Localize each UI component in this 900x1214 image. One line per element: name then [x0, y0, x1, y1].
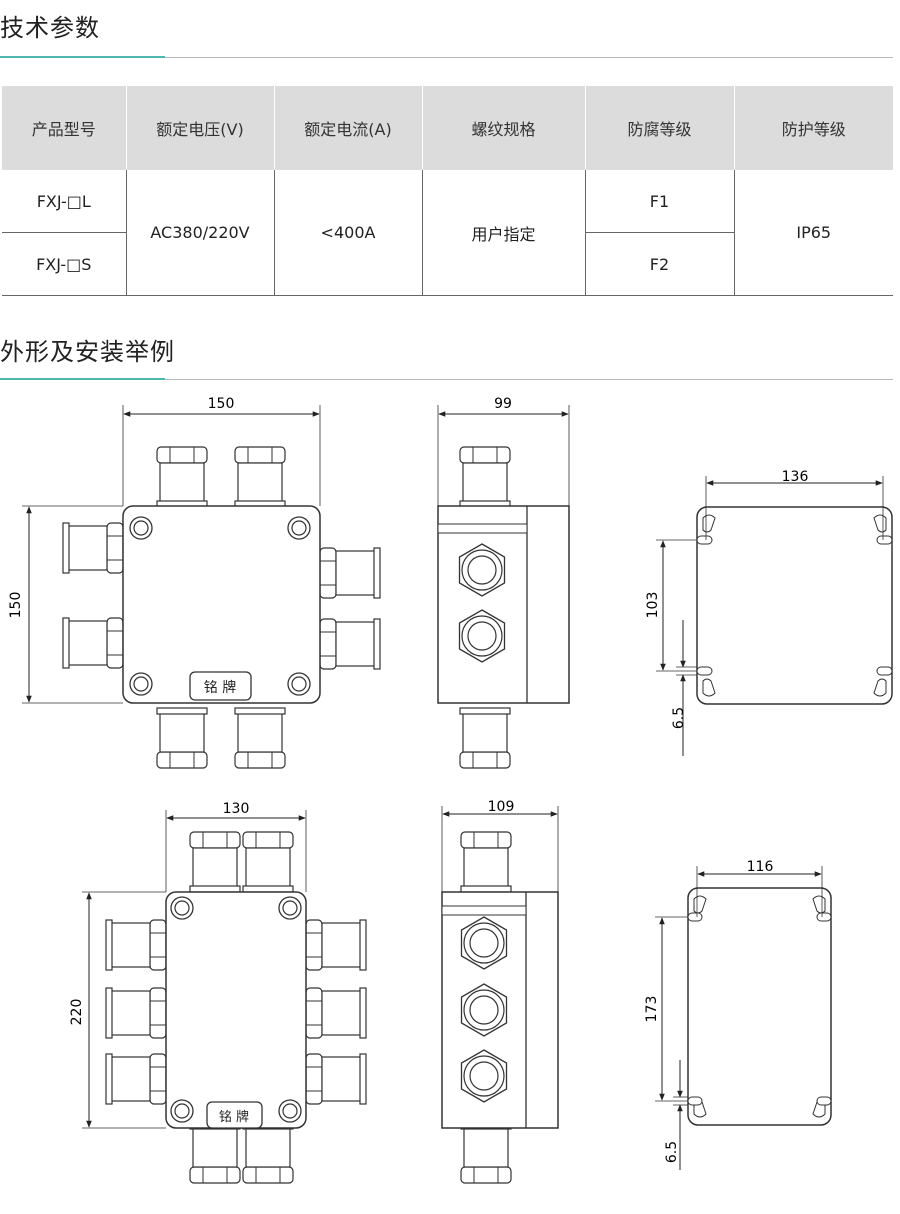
box1-front-view: 铭 牌 150 150 — [8, 396, 381, 769]
spec-row-1: FXJ-□L AC380/220V <400A 用户指定 F1 IP65 — [2, 170, 893, 296]
header-thread: 螺纹规格 — [422, 86, 586, 170]
specs-section-title: 技术参数 — [0, 14, 100, 42]
box1-width-dim: 150 — [208, 396, 235, 412]
box1-depth-dim: 99 — [494, 396, 512, 412]
box2-side-view: 109 — [441, 799, 559, 1184]
specs-title-rule — [0, 57, 893, 58]
cell-corrosion-f2: F2 — [585, 232, 735, 296]
box2-mount-height-dim: 173 — [644, 996, 660, 1023]
box2-width-dim: 130 — [223, 801, 250, 817]
box2-depth-dim: 109 — [488, 799, 515, 815]
box2-height-dim: 220 — [69, 999, 85, 1026]
box2-nameplate-label: 铭 牌 — [219, 1109, 249, 1125]
cell-thread: 用户指定 — [422, 170, 586, 296]
box2-front-view: 铭 牌 130 220 — [69, 801, 367, 1184]
cell-voltage: AC380/220V — [126, 170, 275, 296]
header-voltage: 额定电压(V) — [126, 86, 275, 170]
box2-mount-view: 116 173 6.5 — [644, 859, 832, 1170]
box1-mount-height-dim: 103 — [645, 592, 661, 619]
box1-side-view: 99 — [437, 396, 570, 769]
layout-section-title: 外形及安装举例 — [0, 338, 175, 366]
cell-model-l: FXJ-□L — [2, 170, 127, 233]
box1-slot-dim: 6.5 — [671, 707, 687, 729]
cell-corrosion-f1: F1 — [585, 170, 735, 233]
box1-mount-width-dim: 136 — [782, 469, 809, 485]
cell-protection: IP65 — [734, 170, 893, 296]
header-model: 产品型号 — [2, 86, 127, 170]
spec-table: 产品型号 额定电压(V) 额定电流(A) 螺纹规格 防腐等级 防护等级 FXJ-… — [2, 86, 893, 296]
box1-nameplate-label: 铭 牌 — [204, 679, 236, 696]
header-protection: 防护等级 — [734, 86, 893, 170]
box1-height-dim: 150 — [8, 592, 24, 619]
layout-title-rule — [0, 379, 893, 380]
spec-row-2: FXJ-□S F2 — [2, 232, 893, 296]
box2-slot-dim: 6.5 — [664, 1141, 680, 1163]
cell-current: <400A — [274, 170, 423, 296]
cell-model-s: FXJ-□S — [2, 232, 127, 296]
box2-mount-width-dim: 116 — [747, 859, 774, 875]
layout-title-accent — [0, 378, 165, 380]
box1-mount-view: 136 103 6.5 — [645, 469, 893, 756]
header-current: 额定电流(A) — [274, 86, 423, 170]
spec-header-row: 产品型号 额定电压(V) 额定电流(A) 螺纹规格 防腐等级 防护等级 — [2, 86, 893, 170]
specs-title-accent — [0, 56, 165, 58]
header-corrosion: 防腐等级 — [585, 86, 735, 170]
